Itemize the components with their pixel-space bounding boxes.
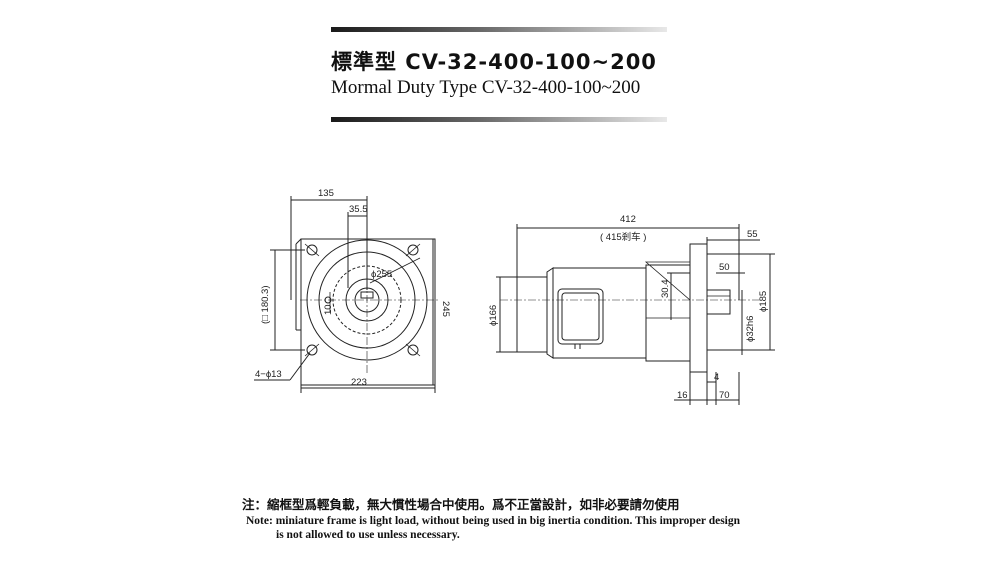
front-view xyxy=(254,196,440,393)
mount-hole-bottom-right xyxy=(407,344,419,356)
dim-70: 70 xyxy=(719,390,730,401)
dim-185: ϕ185 xyxy=(758,291,769,312)
dim-135: 135 xyxy=(318,188,334,199)
dim-4-13: 4−ϕ13 xyxy=(255,369,282,380)
dim-35-5: 35.5 xyxy=(349,204,368,215)
dim-50: 50 xyxy=(719,262,730,273)
side-flange xyxy=(689,243,708,373)
note-english-line-2: is not allowed to use unless necessary. xyxy=(276,529,460,541)
dim-16: 16 xyxy=(677,390,688,401)
dim-55: 55 xyxy=(747,229,758,240)
dim-32h6: ϕ32h6 xyxy=(745,316,756,342)
side-output-shaft xyxy=(706,289,731,315)
dim-10: 10 xyxy=(323,304,334,315)
side-end-cap xyxy=(516,276,548,353)
top-rule xyxy=(331,27,667,32)
dim-412: 412 xyxy=(620,214,636,225)
mount-hole-bottom-left xyxy=(306,344,318,356)
front-flange-outline xyxy=(300,238,436,386)
title-english: Mormal Duty Type CV-32-400-100~200 xyxy=(331,77,641,98)
note-english: Note: miniature frame is light load, wit… xyxy=(246,514,740,542)
dim-166: ϕ166 xyxy=(488,305,499,326)
dim-223: 223 xyxy=(351,377,367,388)
dim-415-brake: ( 415剎车 ) xyxy=(600,231,646,243)
dim-30-4: 30.4 xyxy=(660,280,671,299)
note-english-line-1: Note: miniature frame is light load, wit… xyxy=(246,515,741,527)
dim-245: 245 xyxy=(440,301,451,317)
mount-hole-top-left xyxy=(306,244,318,256)
dim-4: 4 xyxy=(714,372,719,383)
side-terminal-box xyxy=(557,288,604,345)
title-chinese: 標準型 CV-32-400-100~200 xyxy=(331,50,657,74)
side-gearbox xyxy=(645,264,691,362)
note-chinese: 注：縮框型爲輕負載，無大慣性場合中使用。爲不正當設計，如非必要請勿使用 xyxy=(242,497,680,512)
dim-180-3: (□ 180.3) xyxy=(260,286,271,324)
dim-255: ϕ255 xyxy=(371,269,392,280)
mount-hole-top-right xyxy=(407,244,419,256)
bottom-rule xyxy=(331,117,667,122)
side-view xyxy=(496,224,775,405)
